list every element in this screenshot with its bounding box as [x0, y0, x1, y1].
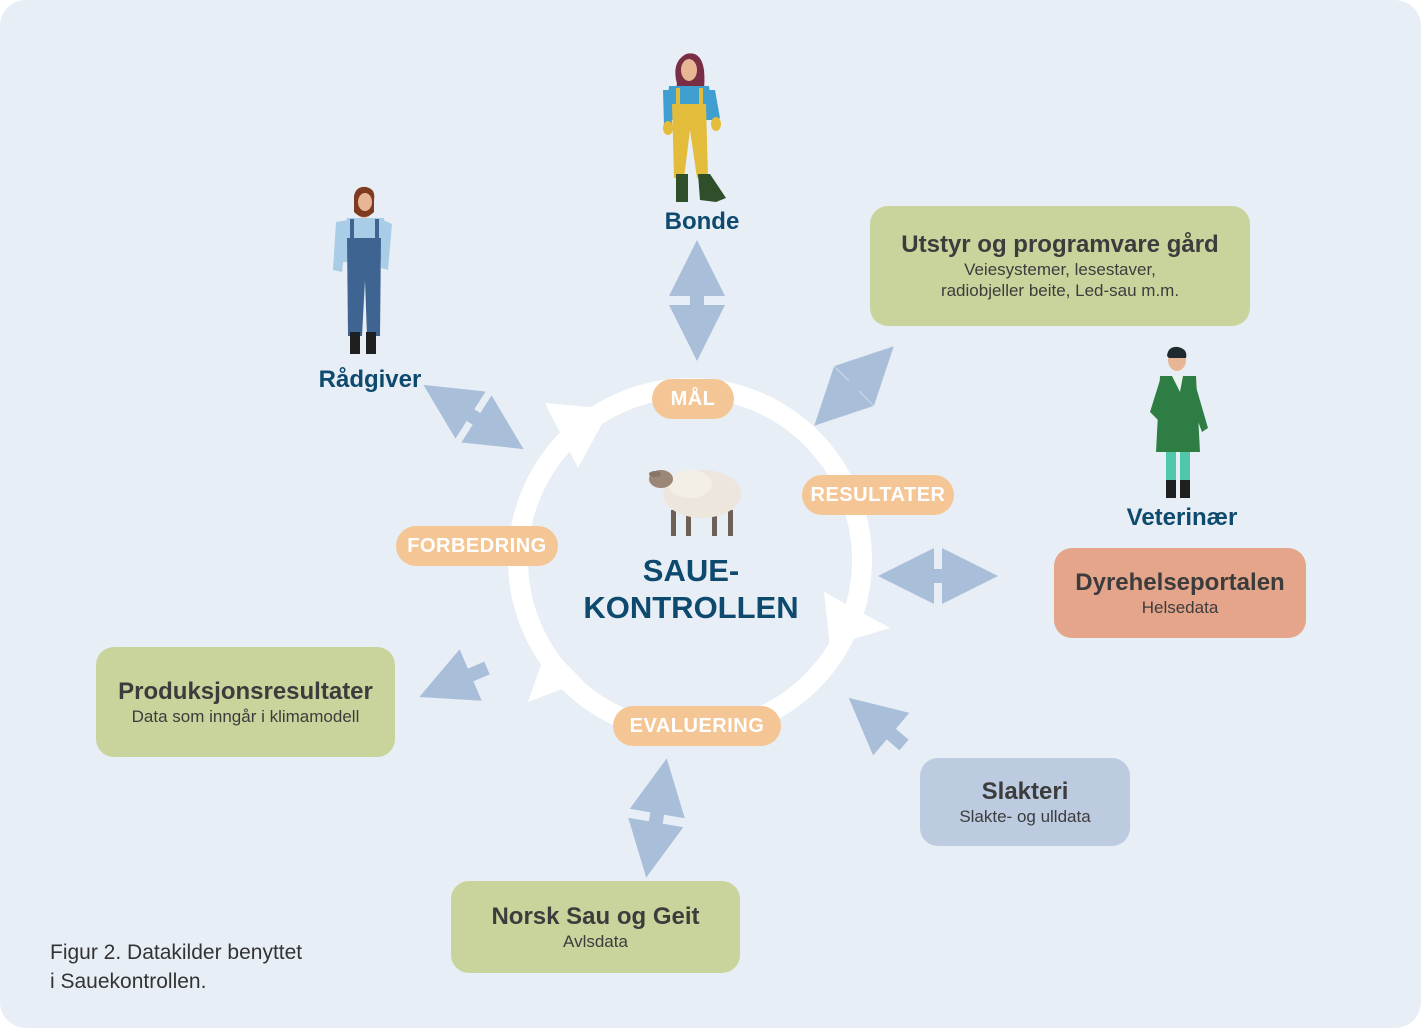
sheep-icon — [649, 470, 741, 536]
veterinarian-icon — [1150, 346, 1208, 498]
center-title: SAUE- KONTROLLEN — [583, 553, 799, 625]
arrow-utstyr — [814, 346, 894, 426]
arrow-produksjon — [419, 649, 490, 701]
actor-label-veterinaer: Veterinær — [1126, 504, 1238, 531]
source-box-dyrehelse: Dyrehelseportalen Helsedata — [1054, 548, 1306, 638]
arrow-radgiver — [423, 384, 524, 450]
source-title-slakteri: Slakteri — [981, 777, 1069, 805]
source-box-nsg: Norsk Sau og Geit Avlsdata — [451, 881, 740, 973]
cycle-step-resultater: RESULTATER — [802, 475, 954, 515]
source-title-produksjon: Produksjonsresultater — [118, 677, 373, 705]
cycle-arrowhead-bottom-left — [528, 645, 583, 702]
source-subtitle-nsg: Avlsdata — [563, 931, 628, 951]
source-subtitle-utstyr: Veiesystemer, lesestaver, radiobjeller b… — [940, 260, 1180, 300]
source-box-utstyr: Utstyr og programvare gård Veiesystemer,… — [870, 206, 1250, 326]
source-subtitle-produksjon: Data som inngår i klimamodell — [131, 706, 360, 726]
source-title-utstyr: Utstyr og programvare gård — [901, 231, 1219, 258]
farmer-woman-icon — [663, 53, 726, 202]
arrow-nsg — [628, 758, 685, 878]
actor-label-bonde: Bonde — [664, 208, 740, 235]
advisor-man-icon — [333, 186, 392, 354]
cycle-step-maal: MÅL — [652, 379, 734, 419]
source-title-dyrehelse: Dyrehelseportalen — [1075, 568, 1285, 596]
source-title-nsg: Norsk Sau og Geit — [491, 902, 700, 930]
cycle-arrowhead-top-left — [545, 403, 610, 468]
source-box-slakteri: Slakteri Slakte- og ulldata — [920, 758, 1130, 846]
cycle-arrowhead-right — [824, 592, 890, 646]
cycle-step-evaluering: EVALUERING — [613, 706, 781, 746]
actor-label-radgiver: Rådgiver — [318, 366, 422, 393]
source-subtitle-dyrehelse: Helsedata — [1141, 597, 1219, 617]
source-box-produksjon: Produksjonsresultater Data som inngår i … — [96, 647, 395, 757]
arrow-slakteri — [848, 697, 910, 756]
cycle-step-forbedring: FORBEDRING — [396, 526, 558, 566]
figure-caption: Figur 2. Datakilder benyttet i Sauekontr… — [50, 941, 303, 993]
source-subtitle-slakteri: Slakte- og ulldata — [959, 806, 1091, 826]
